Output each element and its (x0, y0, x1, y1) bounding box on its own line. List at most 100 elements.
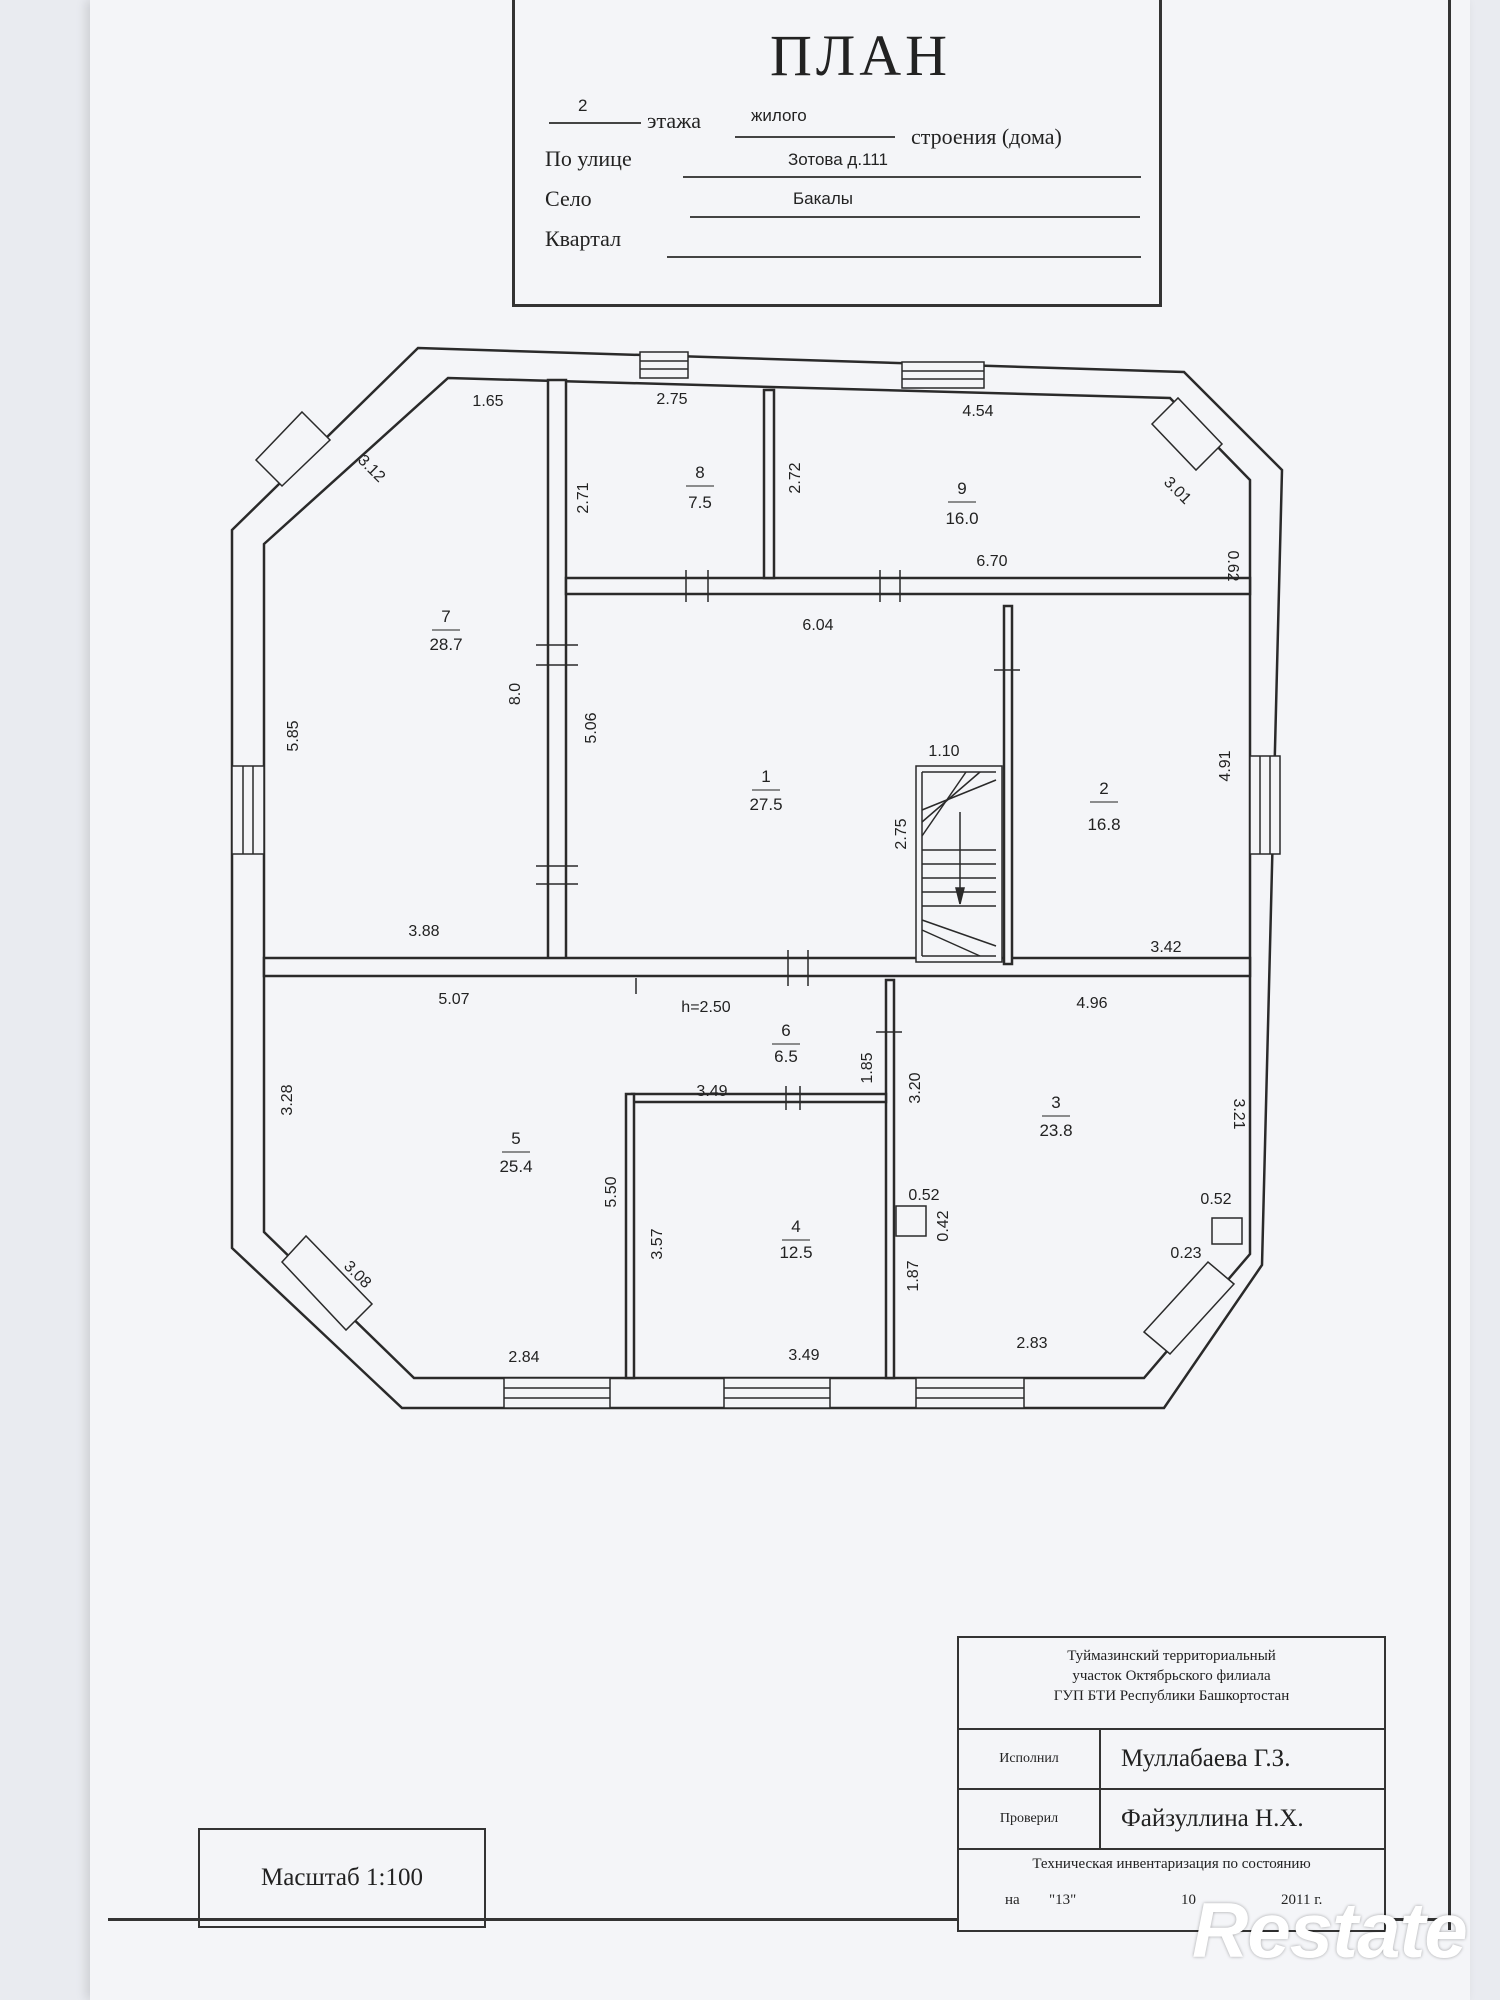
wall-4-left (624, 1092, 636, 1380)
block-label: Квартал (545, 226, 622, 251)
dimension-label: 3.49 (696, 1083, 727, 1100)
dimension-label: 1.10 (928, 743, 959, 760)
dimension-label: 5.06 (583, 712, 600, 743)
window (231, 765, 265, 855)
outer-wall-inner (262, 376, 1252, 1380)
dimension-label: 3.21 (1230, 1098, 1247, 1129)
window (901, 361, 985, 389)
room-area: 7.5 (688, 493, 712, 512)
room-number: 5 (511, 1129, 520, 1148)
dimension-label: 2.84 (508, 1349, 539, 1366)
window (723, 1377, 831, 1409)
village-label: Село (545, 186, 592, 211)
dimension-label: 2.75 (656, 391, 687, 408)
room-labels: 1 27.5 2 16.8 3 23.8 4 12.5 5 25.4 6 6.5… (429, 463, 1120, 1262)
dimension-label: 2.71 (575, 482, 592, 513)
dimension-label: 2.75 (893, 818, 910, 849)
stamp-executed-row: Исполнил Муллабаева Г.З. (959, 1730, 1384, 1790)
window (915, 1377, 1025, 1409)
dimension-label: 5.85 (285, 720, 302, 751)
room-number: 2 (1099, 779, 1108, 798)
wall-3 (884, 978, 896, 1380)
dimension-label: 2.72 (787, 462, 804, 493)
street-label: По улице (545, 146, 632, 171)
dimension-label: 1.85 (859, 1052, 876, 1083)
street-value: Зотова д.111 (788, 150, 888, 169)
dimension-label: 0.52 (1200, 1191, 1231, 1208)
room-area: 16.8 (1087, 815, 1120, 834)
window (639, 351, 689, 379)
dimension-label: 0.42 (935, 1210, 952, 1241)
window (280, 1234, 374, 1332)
dimension-label: 3.49 (788, 1347, 819, 1364)
dimension-label: 4.54 (962, 403, 993, 420)
dimension-label: 1.87 (905, 1260, 922, 1291)
frame-line-right (1448, 0, 1451, 1930)
wall-8-9-1 (564, 576, 1252, 596)
wall-7-1 (546, 378, 568, 962)
frame-line-bottom (108, 1918, 1451, 1921)
dimension-label: 3.88 (408, 923, 439, 940)
date-year: 2011 г. (1281, 1892, 1323, 1908)
dimension-label: 8.0 (507, 683, 524, 705)
stamp-table: Туймазинский территориальный участок Окт… (957, 1636, 1386, 1932)
door-marks (536, 570, 1243, 1245)
executed-name: Муллабаева Г.З. (1121, 1745, 1291, 1772)
dimension-label: 3.01 (1160, 474, 1194, 508)
dimension-label: 5.07 (438, 991, 469, 1008)
plan-title: ПЛАН (770, 23, 951, 88)
date-day: "13" (1049, 1892, 1077, 1908)
dimension-label: 0.23 (1170, 1245, 1201, 1262)
room-area: 28.7 (429, 635, 462, 654)
room-number: 8 (695, 463, 704, 482)
checked-name: Файзуллина Н.Х. (1121, 1805, 1304, 1832)
dimension-label: 3.42 (1150, 939, 1181, 956)
wall-4-top (630, 1092, 888, 1104)
underline (683, 176, 1141, 178)
walls (230, 346, 1284, 1410)
dimension-labels: 1.65 2.75 4.54 3.12 2.71 2.72 3.01 6.70 … (279, 391, 1247, 1366)
underline (667, 256, 1141, 258)
dimension-label: 2.83 (1016, 1335, 1047, 1352)
organization-name: Туймазинский территориальный участок Окт… (1053, 1648, 1290, 1704)
dimension-label: 1.65 (472, 393, 503, 410)
underline (690, 216, 1140, 218)
checked-label: Проверил (959, 1790, 1101, 1848)
window (503, 1377, 611, 1409)
dimension-label: 4.91 (1217, 750, 1234, 781)
dimension-label: 3.57 (649, 1228, 666, 1259)
wall-8-9 (762, 388, 776, 580)
inventory-text: Техническая инвентаризация по состоянию (1032, 1856, 1311, 1872)
dimension-label: 5.50 (603, 1176, 620, 1207)
room-area: 12.5 (779, 1243, 812, 1262)
outer-wall-outer (230, 346, 1284, 1410)
dimension-label: 4.96 (1076, 995, 1107, 1012)
title-block: ПЛАН 2 этажа жилого строения (дома) По у… (512, 0, 1162, 307)
dimension-label: 3.28 (279, 1084, 296, 1115)
window (254, 410, 332, 488)
windows (231, 351, 1281, 1409)
room-area: 6.5 (774, 1047, 798, 1066)
room-number: 1 (761, 767, 770, 786)
ceiling-height: h=2.50 (681, 999, 730, 1016)
underline (549, 122, 641, 124)
dimension-label: 3.20 (907, 1072, 924, 1103)
scale-box: Масштаб 1:100 (198, 1828, 486, 1928)
dimension-label: 0.62 (1224, 550, 1241, 581)
room-number: 9 (957, 479, 966, 498)
window (1249, 755, 1281, 855)
floor-word: этажа (647, 108, 702, 133)
room-area: 25.4 (499, 1157, 532, 1176)
village-value: Бакалы (793, 189, 854, 208)
room-area: 16.0 (945, 509, 978, 528)
underline (735, 136, 895, 138)
room-area: 27.5 (749, 795, 782, 814)
building-type: жилого (751, 106, 807, 125)
building-word: строения (дома) (911, 124, 1062, 149)
floor-count: 2 (578, 96, 588, 115)
stamp-checked-row: Проверил Файзуллина Н.Х. (959, 1790, 1384, 1850)
window (1150, 396, 1224, 472)
staircase (915, 765, 1003, 963)
dimension-label: 0.52 (908, 1187, 939, 1204)
